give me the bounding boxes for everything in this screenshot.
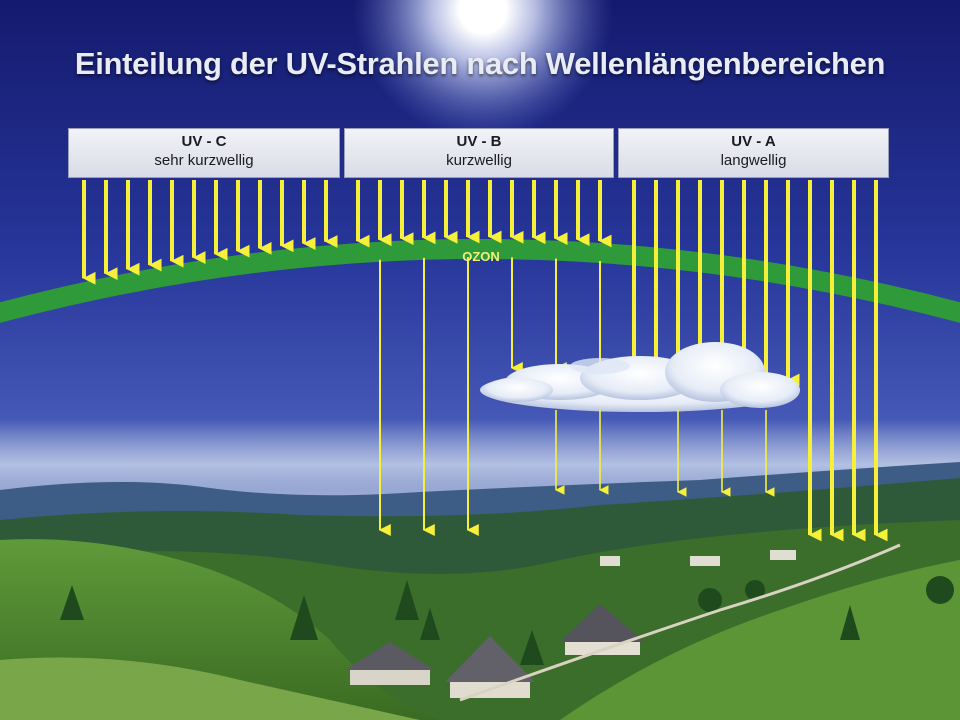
band-box-uv-b: UV - B kurzwellig bbox=[344, 128, 614, 178]
band-name-uv-b: UV - B bbox=[456, 133, 502, 150]
band-box-uv-c: UV - C sehr kurzwellig bbox=[68, 128, 340, 178]
right-meadow bbox=[560, 560, 960, 720]
sun bbox=[353, 0, 613, 140]
band-name-uv-c: UV - C bbox=[181, 133, 227, 150]
uv-arrows-through-cloud bbox=[555, 410, 775, 497]
band-box-uv-a: UV - A langwellig bbox=[618, 128, 889, 178]
page-title: Einteilung der UV-Strahlen nach Wellenlä… bbox=[74, 46, 886, 81]
band-name-uv-a: UV - A bbox=[731, 133, 776, 150]
farmhouses bbox=[345, 550, 796, 698]
cloud bbox=[480, 342, 800, 412]
uv-arrows bbox=[82, 180, 888, 542]
trees bbox=[60, 576, 954, 665]
road bbox=[459, 543, 901, 702]
flower-field bbox=[0, 657, 420, 720]
ozone-label: OZON bbox=[462, 249, 500, 264]
band-description-uv-c: sehr kurzwellig bbox=[154, 152, 254, 169]
band-description-uv-a: langwellig bbox=[720, 152, 787, 169]
band-description-uv-b: kurzwellig bbox=[446, 152, 512, 169]
